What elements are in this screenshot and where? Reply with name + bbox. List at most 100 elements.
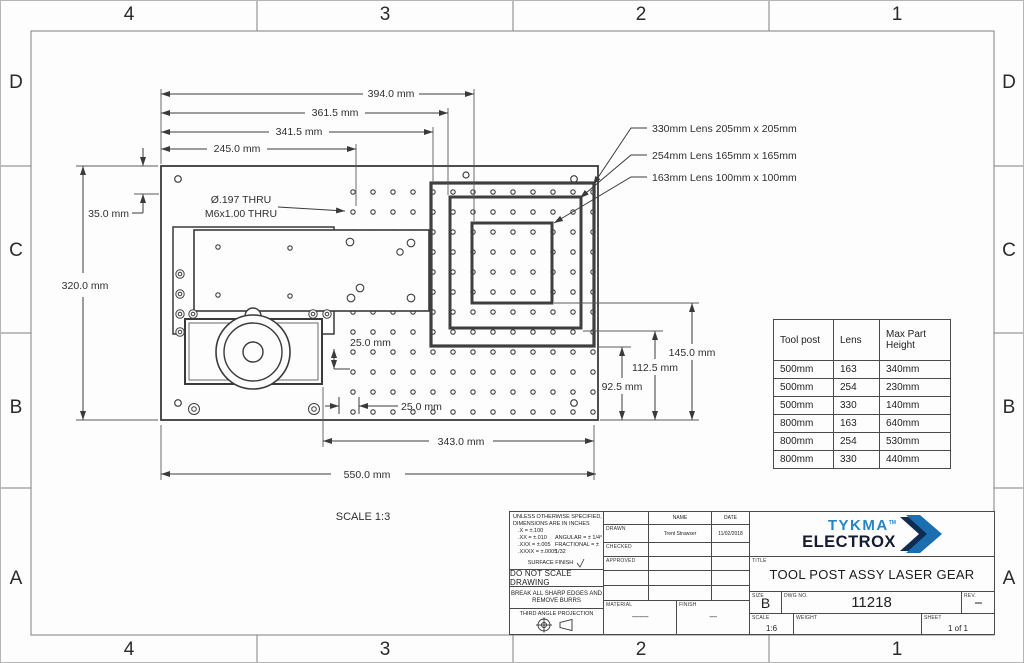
plate-corner-holes [174, 171, 578, 407]
zone-row-right-c: C [1002, 240, 1016, 261]
dim-112: 112.5 mm [632, 362, 678, 374]
zone-col-bottom-2: 2 [635, 639, 647, 660]
tykma-electrox-logo: TYKMATM ELECTROX [750, 512, 994, 556]
dim-145: 145.0 mm [669, 347, 716, 359]
dim-361: 361.5 mm [312, 107, 359, 119]
tolerance-notes-cell: UNLESS OTHERWISE SPECIFIED, DIMENSIONS A… [510, 512, 604, 570]
size-cell: SIZE B [750, 592, 782, 614]
do-not-scale-cell: DO NOT SCALE DRAWING [510, 570, 604, 587]
table-row: 500mm 330 140mm [774, 396, 950, 414]
zone-row-right-d: D [1002, 72, 1016, 93]
surface-finish-icon [576, 558, 585, 568]
name-header-cell: NAME [649, 512, 712, 525]
approved-label-cell: APPROVED [604, 557, 649, 571]
sheet-cell: SHEET 1 of 1 [922, 614, 994, 634]
thread-callout-line1: Ø.197 THRU [211, 194, 272, 206]
zone-col-top-4: 4 [123, 4, 135, 25]
third-angle-label: THIRD ANGLE PROJECTION [519, 611, 594, 617]
notes-line1: UNLESS OTHERWISE SPECIFIED, [513, 514, 602, 520]
dim-35: 35.0 mm [88, 208, 129, 220]
dim-343: 343.0 mm [438, 436, 485, 448]
rev-cell: REV. ---- [962, 592, 994, 614]
lens-height-table: Tool post Lens Max Part Height 500mm 163… [773, 319, 951, 469]
zone-col-bottom-1: 1 [891, 639, 903, 660]
table-row: 800mm 330 440mm [774, 450, 950, 468]
drawing-title: TOOL POST ASSY LASER GEAR [769, 566, 975, 582]
third-angle-projection-icon [536, 617, 573, 633]
zone-col-top-3: 3 [379, 4, 391, 25]
logo-tm: TM [888, 519, 896, 526]
table-header-row: Tool post Lens Max Part Height [774, 320, 950, 360]
zone-col-bottom-4: 4 [123, 639, 135, 660]
title-block: UNLESS OTHERWISE SPECIFIED, DIMENSIONS A… [509, 511, 995, 635]
notes-line2: DIMENSIONS ARE IN INCHES [513, 521, 590, 527]
material-value: --------- [631, 614, 649, 621]
extension-lines [76, 89, 699, 480]
sheet-size: B [760, 594, 771, 611]
zone-row-right-b: B [1002, 397, 1016, 418]
scale-value: 1:6 [765, 623, 778, 633]
view-scale-note: SCALE 1:3 [336, 511, 390, 523]
mounting-bracket [172, 226, 430, 335]
dimension-lines [80, 91, 695, 477]
drawing-number: 11218 [851, 594, 892, 611]
logo-tykma: TYKMA [827, 516, 889, 534]
lens-254-square [448, 195, 583, 330]
dim-394: 394.0 mm [368, 88, 415, 100]
lens-163-square [470, 221, 554, 305]
zone-row-left-b: B [9, 397, 23, 418]
dim-25-vertical: 25.0 mm [350, 337, 391, 349]
title-cell: TITLE TOOL POST ASSY LASER GEAR [750, 557, 994, 592]
col-header-lens: Lens [833, 320, 879, 360]
lens-163-callout: 163mm Lens 100mm x 100mm [652, 172, 797, 184]
bracket-screws [175, 269, 332, 415]
lens-330-square [429, 181, 596, 348]
thread-callout-line2: M6x1.00 THRU [205, 208, 277, 220]
zone-row-left-a: A [9, 568, 23, 589]
fractional-tolerance: FRACTIONAL = ± 1/32 [555, 542, 599, 555]
dim-550: 550.0 mm [344, 469, 391, 481]
col-header-max-part-height: Max Part Height [879, 320, 948, 360]
angular-tolerance: ANGULAR = ± 1/4° [555, 535, 603, 541]
logo-cell: TYKMATM ELECTROX [750, 512, 994, 557]
table-row: 500mm 163 340mm [774, 360, 950, 378]
finish-value: ---- [709, 614, 717, 621]
table-row: 800mm 163 640mm [774, 414, 950, 432]
lens-area-squares [429, 181, 596, 348]
table-row: 500mm 254 230mm [774, 378, 950, 396]
zone-row-left-d: D [9, 72, 23, 93]
zone-col-top-1: 1 [891, 4, 903, 25]
dim-341: 341.5 mm [276, 126, 323, 138]
surface-finish-label: SURFACE FINISH [527, 559, 574, 566]
lens-330-callout: 330mm Lens 205mm x 205mm [652, 123, 797, 135]
logo-electrox: ELECTROX [802, 532, 896, 551]
drawn-label-cell: DRAWN [604, 525, 649, 543]
zone-col-bottom-3: 3 [379, 639, 391, 660]
projection-cell: THIRD ANGLE PROJECTION [510, 609, 604, 634]
checked-label-cell: CHECKED [604, 543, 649, 557]
table-row: 800mm 254 530mm [774, 432, 950, 450]
lens-254-callout: 254mm Lens 165mm x 165mm [652, 150, 797, 162]
sheet-value: 1 of 1 [947, 623, 968, 633]
leader-lines [277, 127, 647, 224]
dim-25-horizontal: 25.0 mm [401, 401, 442, 413]
material-cell: MATERIAL --------- [604, 601, 677, 634]
dwg-no-cell: DWG NO. 11218 [782, 592, 962, 614]
revision: ---- [974, 598, 983, 607]
break-edges-cell: BREAK ALL SHARP EDGES AND REMOVE BURRS [510, 587, 604, 609]
dim-320: 320.0 mm [62, 280, 109, 292]
finish-cell: FINISH ---- [677, 601, 750, 634]
date-header-cell: DATE [712, 512, 750, 525]
zone-row-right-a: A [1002, 568, 1016, 589]
weight-cell: WEIGHT [794, 614, 922, 634]
rotary-assembly [184, 307, 323, 390]
dim-92: 92.5 mm [602, 381, 643, 393]
zone-col-top-2: 2 [635, 4, 647, 25]
logo-chevron-icon [899, 515, 942, 553]
zone-row-left-c: C [9, 240, 23, 261]
drawn-date-cell: 11/02/2018 [712, 525, 750, 543]
dim-245: 245.0 mm [214, 143, 261, 155]
